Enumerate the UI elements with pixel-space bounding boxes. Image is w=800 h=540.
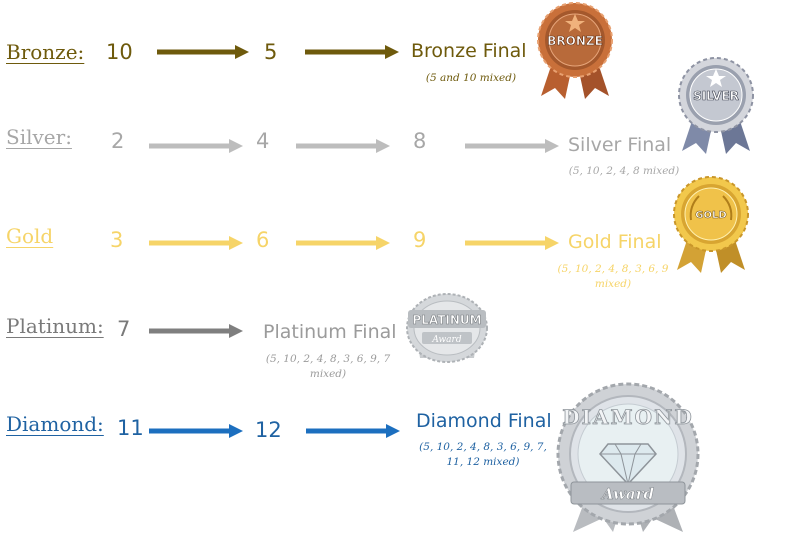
bronze-step-5: 5 (264, 40, 278, 64)
platinum-final: Platinum Final (263, 321, 397, 343)
diamond-arrow-2 (306, 424, 400, 438)
platinum-badge-text: PLATINUM (412, 313, 481, 327)
gold-arrow-2 (296, 236, 390, 250)
bronze-step-10: 10 (106, 40, 133, 64)
silver-badge-text: SILVER (693, 89, 739, 103)
diamond-final-note-line2: 11, 12 mixed) (446, 456, 520, 468)
gold-award-rosette-icon: GOLD (669, 176, 753, 274)
diamond-badge-subtext: Award (600, 485, 655, 503)
diamond-step-12: 12 (255, 418, 282, 442)
gold-final-note-line2: mixed) (594, 278, 632, 290)
gold-badge-text: GOLD (695, 210, 726, 221)
gold-step-6: 6 (256, 228, 270, 252)
bronze-award-rosette-icon: BRONZE (533, 2, 617, 100)
diamond-badge-text: DIAMOND (562, 405, 693, 429)
silver-arrow-3 (465, 139, 559, 153)
bronze-label: Bronze: (6, 40, 85, 64)
bronze-final: Bronze Final (411, 40, 527, 62)
silver-step-8: 8 (413, 129, 427, 153)
bronze-badge-text: BRONZE (547, 34, 603, 48)
silver-label: Silver: (6, 125, 72, 149)
platinum-badge-subtext: Award (431, 335, 461, 345)
platinum-final-note-line1: (5, 10, 2, 4, 8, 3, 6, 9, 7 (265, 353, 391, 365)
gold-final: Gold Final (568, 231, 662, 253)
diamond-final: Diamond Final (416, 410, 552, 432)
silver-step-2: 2 (111, 129, 125, 153)
bronze-final-note: (5 and 10 mixed) (425, 72, 517, 84)
diamond-step-11: 11 (117, 416, 144, 440)
diamond-final-note-line1: (5, 10, 2, 4, 8, 3, 6, 9, 7, (419, 441, 547, 453)
gold-arrow-1 (149, 236, 243, 250)
silver-step-4: 4 (256, 129, 270, 153)
gold-step-9: 9 (413, 228, 427, 252)
gold-arrow-3 (465, 236, 559, 250)
silver-award-rosette-icon: SILVER (674, 57, 758, 155)
diamond-award-seal-icon: DIAMOND Award (553, 382, 703, 534)
gold-final-note-line1: (5, 10, 2, 4, 8, 3, 6, 9 (557, 263, 669, 275)
bronze-arrow-1 (157, 45, 249, 59)
platinum-arrow-1 (149, 324, 243, 338)
diamond-arrow-1 (149, 424, 243, 438)
silver-arrow-2 (296, 139, 390, 153)
silver-final: Silver Final (568, 134, 672, 156)
bronze-arrow-2 (305, 45, 399, 59)
gold-step-3: 3 (110, 228, 124, 252)
diamond-label: Diamond: (6, 412, 104, 436)
platinum-step-7: 7 (117, 317, 131, 341)
platinum-award-seal-icon: PLATINUM Award (404, 288, 490, 368)
silver-arrow-1 (149, 139, 243, 153)
platinum-final-note-line2: mixed) (309, 368, 347, 380)
platinum-label: Platinum: (6, 314, 104, 338)
gold-label: Gold (6, 224, 54, 248)
silver-final-note: (5, 10, 2, 4, 8 mixed) (568, 165, 680, 177)
